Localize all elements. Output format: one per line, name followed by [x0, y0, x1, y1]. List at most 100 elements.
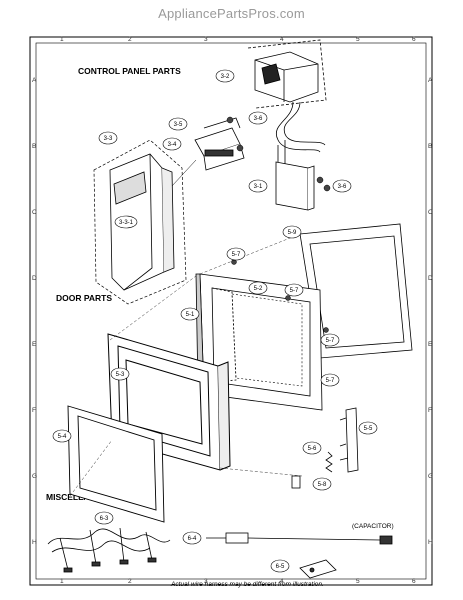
callout-text: 6-4: [188, 536, 197, 542]
callout-3-3-1: 3-3-1: [114, 215, 138, 229]
grid-row-label: H: [32, 539, 37, 546]
grid-row-label: B: [428, 143, 432, 150]
callout-3-4: 3-4: [162, 137, 182, 151]
callout-text: 5-7: [290, 288, 299, 294]
grid-column-label: 5: [356, 578, 360, 585]
callout-5-6: 5-6: [302, 441, 322, 455]
callout-5-8: 5-8: [312, 477, 332, 491]
wire-harness: [47, 527, 171, 573]
grid-row-label: H: [428, 539, 433, 546]
callout-text: 5-7: [232, 252, 241, 258]
callout-text: 5-8: [318, 482, 327, 488]
callout-3-3: 3-3: [98, 131, 118, 145]
grid-column-label: 6: [412, 36, 416, 43]
callout-3-6: 3-6: [248, 111, 268, 125]
callout-text: 6-3: [100, 516, 109, 522]
grid-row-label: F: [32, 407, 36, 414]
grid-row-label: A: [32, 77, 37, 84]
callout-text: 3-6: [338, 184, 347, 190]
callout-5-2: 5-2: [248, 281, 268, 295]
grid-row-label: D: [428, 275, 433, 282]
diagram-inner-frame: [35, 42, 427, 580]
part-3-4: [194, 117, 245, 171]
callout-5-4: 5-4: [52, 429, 72, 443]
guide-lines: [69, 233, 303, 497]
watermark: AppliancePartsPros.com: [158, 6, 305, 21]
grid-column-label: 2: [128, 578, 132, 585]
part-5-4: [67, 405, 165, 523]
callout-5-7: 5-7: [284, 283, 304, 297]
callout-3-5: 3-5: [168, 117, 188, 131]
callout-labels: 3-2 3-5 3-6 3-4 3-3 3-1 3-6 3-3-1 5-9 5-7 5-2 5-7 5-…: [52, 69, 378, 573]
grid-column-label: 4: [280, 578, 284, 585]
part-5-5: [339, 407, 359, 473]
callout-3-6: 3-6: [332, 179, 352, 193]
grid-row-label: A: [428, 77, 433, 84]
grid-row-label: E: [32, 341, 37, 348]
callout-5-3: 5-3: [110, 367, 130, 381]
callout-5-1: 5-1: [180, 307, 200, 321]
callout-text: 3-6: [254, 116, 263, 122]
callout-6-3: 6-3: [94, 511, 114, 525]
callout-text: 3-4: [168, 142, 177, 148]
part-5-9: [299, 223, 413, 359]
part-3-1: [275, 161, 315, 211]
callout-3-1: 3-1: [248, 179, 268, 193]
grid-row-label: D: [32, 275, 37, 282]
grid-column-label: 1: [60, 578, 64, 585]
grid-column-label: 2: [128, 36, 132, 43]
grid-row-label: B: [32, 143, 36, 150]
grid-column-label: 1: [60, 36, 64, 43]
ribbon-cable: [275, 101, 326, 170]
callout-5-5: 5-5: [358, 421, 378, 435]
grid-row-label: G: [428, 473, 433, 480]
part-5-8: [291, 475, 301, 489]
callout-text: 5-4: [58, 434, 67, 440]
callout-text: 3-3-1: [119, 220, 134, 226]
grid-row-label: C: [428, 209, 433, 216]
callout-text: 5-7: [326, 378, 335, 384]
callout-text: 5-6: [308, 446, 317, 452]
callout-5-9: 5-9: [282, 225, 302, 239]
section-title-control-panel: CONTROL PANEL PARTS: [78, 66, 181, 76]
part-5-6: [325, 451, 333, 473]
part-6-4-capacitor: [206, 532, 393, 545]
part-3-2: [247, 39, 327, 109]
callout-text: 3-3: [104, 136, 113, 142]
callout-text: 5-3: [116, 372, 125, 378]
callout-text: 5-7: [326, 338, 335, 344]
callout-5-7: 5-7: [226, 247, 246, 261]
grid-column-label: 3: [204, 578, 208, 585]
part-5-2: [231, 293, 303, 387]
grid-column-label: 4: [280, 36, 284, 43]
screws-3-6: [226, 116, 331, 192]
callout-text: 5-5: [364, 426, 373, 432]
part-5-1: [195, 273, 323, 411]
capacitor-label: (CAPACITOR): [352, 523, 394, 530]
callout-text: 3-5: [174, 122, 183, 128]
callout-text: 3-2: [221, 74, 230, 80]
callout-5-7: 5-7: [320, 333, 340, 347]
grid-column-label: 5: [356, 36, 360, 43]
leader-line: [171, 159, 197, 187]
grid-column-label: 6: [412, 578, 416, 585]
callout-6-5: 6-5: [270, 559, 290, 573]
diagram-frame: [29, 36, 433, 586]
part-6-5: [299, 559, 337, 579]
grid-row-label: F: [428, 407, 432, 414]
callout-text: 5-9: [288, 230, 297, 236]
grid-column-label: 3: [204, 36, 208, 43]
callout-text: 5-2: [254, 286, 263, 292]
grid-row-label: C: [32, 209, 37, 216]
section-title-door: DOOR PARTS: [56, 293, 113, 303]
callout-5-7: 5-7: [320, 373, 340, 387]
callout-text: 3-1: [254, 184, 263, 190]
callout-text: 5-1: [186, 312, 195, 318]
callout-6-4: 6-4: [182, 531, 202, 545]
callout-3-2: 3-2: [215, 69, 235, 83]
callout-text: 6-5: [276, 564, 285, 570]
grid-column-labels: 1 1 2 2 3 3 4 4 5 5 6 6: [60, 36, 416, 585]
grid-row-label: E: [428, 341, 433, 348]
